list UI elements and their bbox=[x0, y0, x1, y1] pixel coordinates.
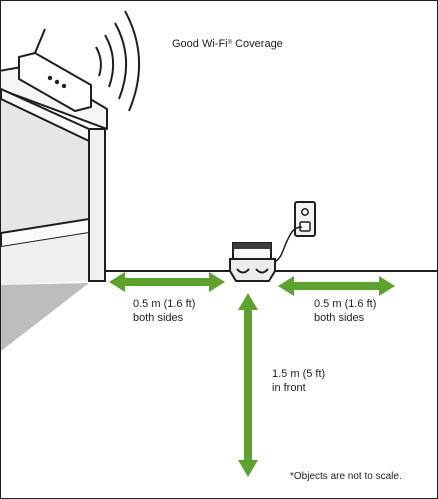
left-clearance-line1: 0.5 m (1.6 ft) bbox=[133, 298, 195, 310]
coverage-title-text: Good Wi-Fi bbox=[172, 38, 228, 50]
router-led-3 bbox=[61, 83, 67, 89]
coverage-title: Good Wi-Fi® Coverage bbox=[172, 38, 283, 50]
power-cable bbox=[272, 226, 303, 264]
router bbox=[18, 28, 92, 112]
router-antenna bbox=[34, 28, 46, 54]
dock-label-band bbox=[233, 243, 271, 249]
floor-shadow-wedge bbox=[1, 283, 89, 351]
front-clearance-line1: 1.5 m (5 ft) bbox=[272, 368, 325, 380]
right-clearance-line1: 0.5 m (1.6 ft) bbox=[314, 298, 376, 310]
shelf-back-shadow bbox=[1, 99, 89, 233]
scale-footnote: *Objects are not to scale. bbox=[290, 471, 402, 482]
dock-base bbox=[229, 258, 276, 282]
front-clearance-arrow bbox=[238, 293, 258, 477]
right-arrow-shape bbox=[278, 276, 395, 296]
wifi-wave-3 bbox=[114, 22, 128, 100]
wifi-signal-icon bbox=[95, 10, 141, 112]
wall-outlet bbox=[272, 201, 316, 264]
coverage-title-mark: ® bbox=[228, 39, 233, 46]
left-arrow-shape bbox=[109, 272, 225, 292]
shelf-leg bbox=[88, 128, 106, 282]
wifi-wave-4 bbox=[124, 10, 141, 112]
left-clearance-arrow bbox=[109, 272, 225, 292]
dock-foot-left bbox=[236, 268, 250, 274]
right-clearance-line2: both sides bbox=[314, 312, 365, 324]
outlet-top-socket bbox=[301, 208, 309, 216]
left-clearance-line2: both sides bbox=[133, 312, 184, 324]
router-led-2 bbox=[54, 79, 60, 85]
front-arrow-shape bbox=[238, 293, 258, 477]
dock-station bbox=[229, 242, 276, 282]
front-clearance-line2: in front bbox=[272, 382, 306, 394]
wifi-wave-1 bbox=[95, 46, 102, 77]
shelf-bottom-panel bbox=[1, 233, 89, 285]
dock-foot-right bbox=[255, 268, 269, 274]
right-clearance-arrow bbox=[278, 276, 395, 296]
router-led-1 bbox=[47, 75, 53, 81]
coverage-title-suffix: Coverage bbox=[232, 38, 283, 50]
wifi-wave-2 bbox=[104, 34, 115, 88]
